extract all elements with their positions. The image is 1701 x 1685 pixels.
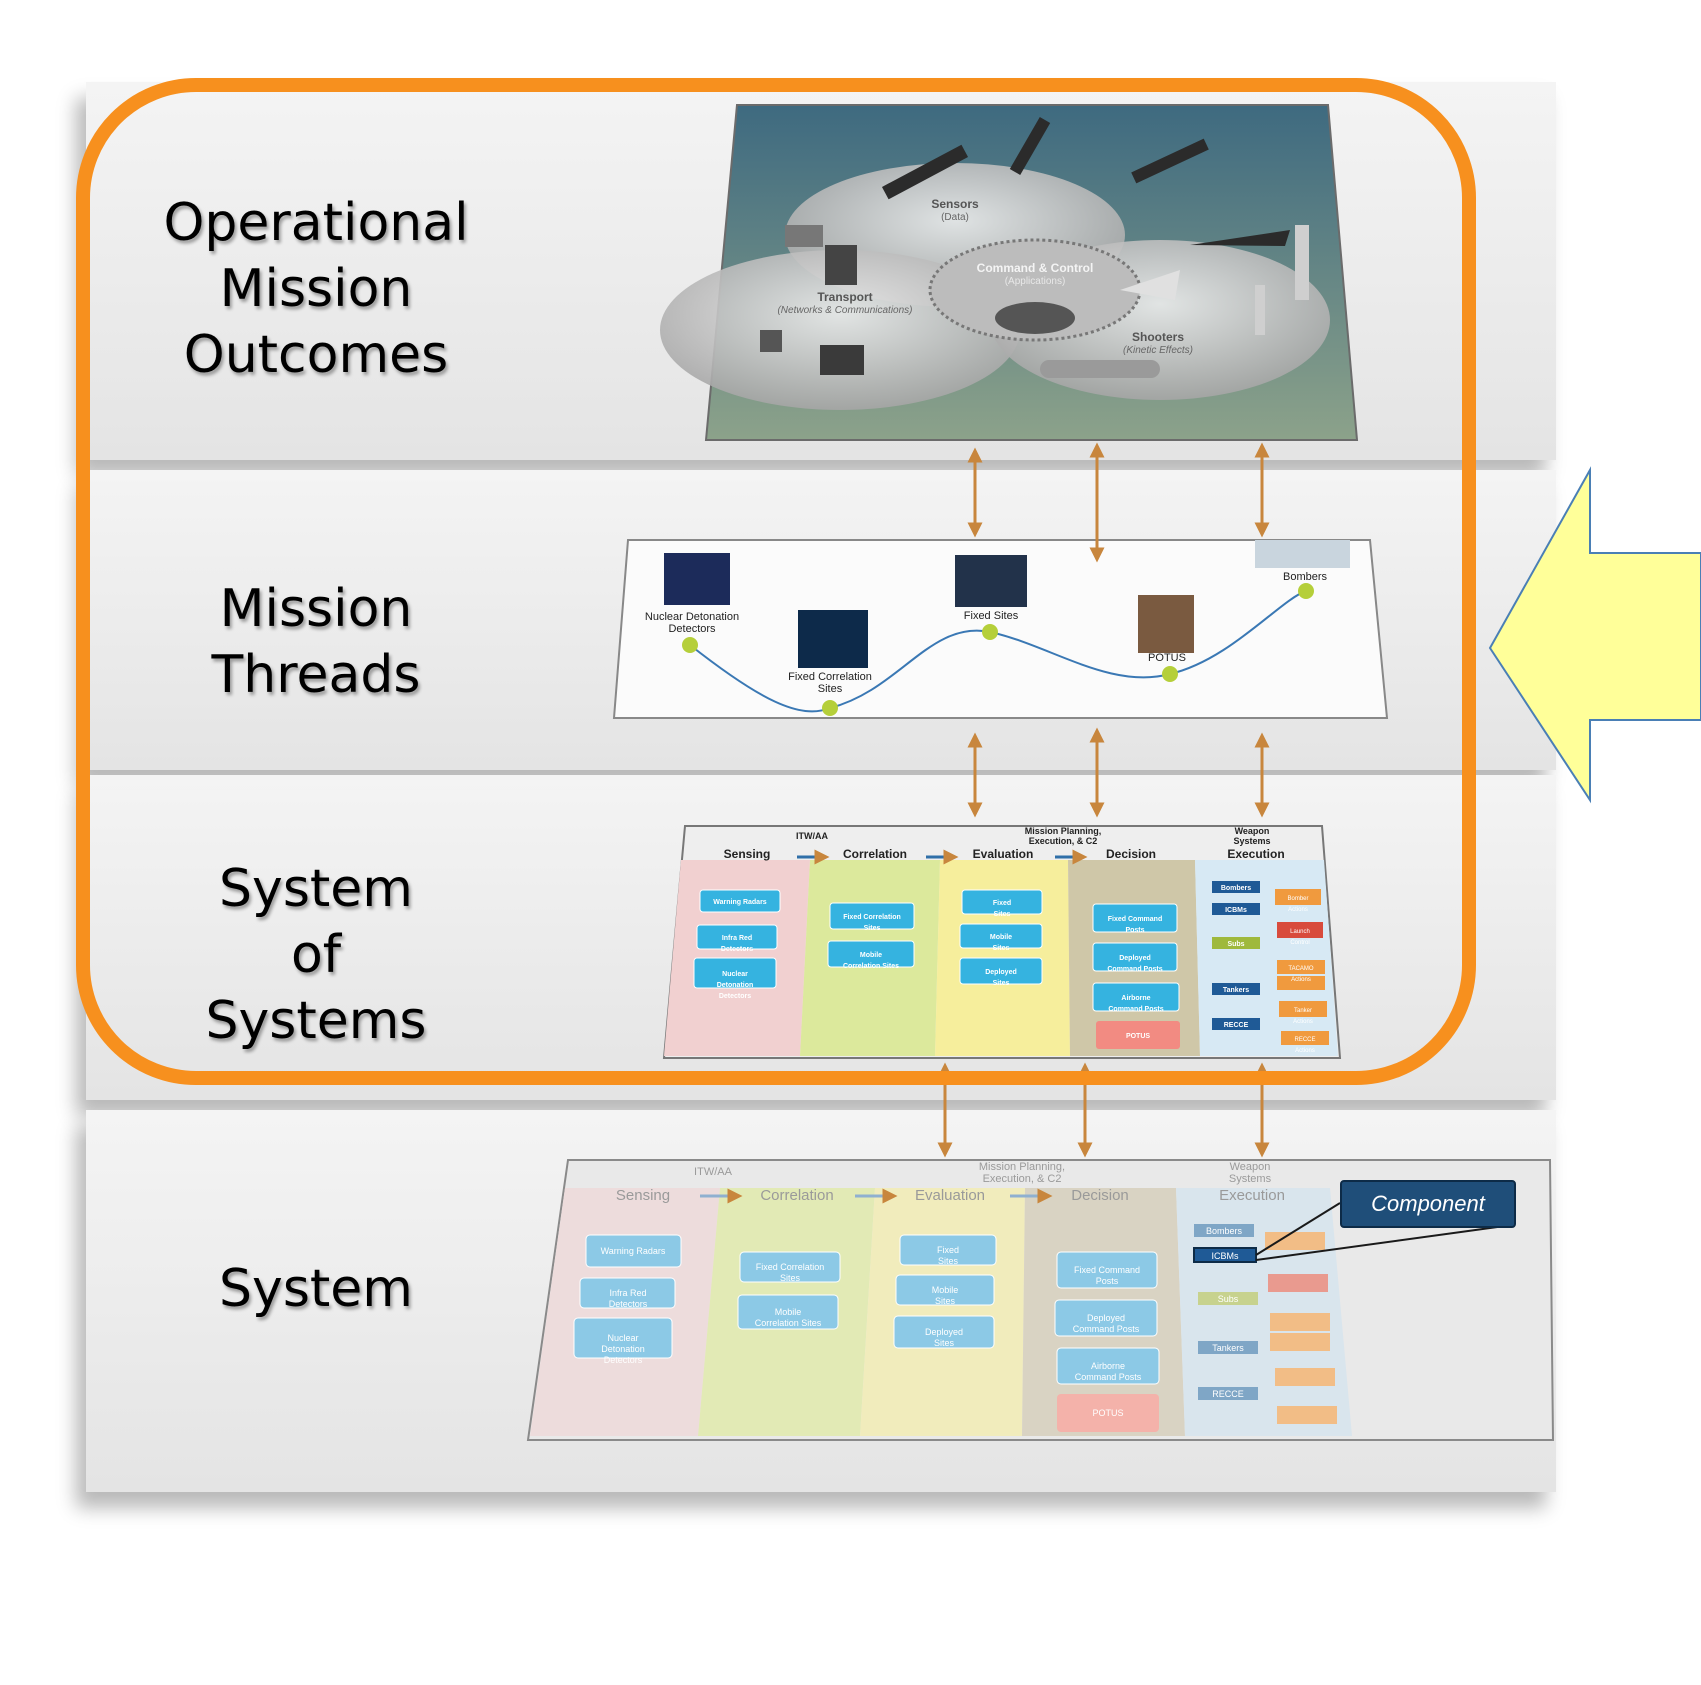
sos-exec-label: ICBMs (1225, 907, 1247, 914)
thread-node-label: Bombers (1283, 571, 1328, 583)
outcomes-area-sub: (Kinetic Effects) (1123, 345, 1193, 356)
sos-exec-label: Subs (1227, 941, 1244, 948)
sos-phase-label: Execution (1227, 847, 1284, 861)
system-exec-label: Subs (1218, 1294, 1239, 1304)
sos-exec-label: Tankers (1223, 987, 1249, 994)
sos-phase-label: Evaluation (973, 847, 1034, 861)
outcomes-area-sub: (Networks & Communications) (777, 305, 912, 316)
system-phase-label: Evaluation (915, 1187, 985, 1204)
layer-label-system: System (219, 1259, 413, 1319)
sos-box-label: POTUS (1126, 1033, 1150, 1040)
layer-label-sos: System of Systems (205, 859, 427, 1051)
system-exec-label: RECCE (1212, 1389, 1244, 1399)
sos-exec-label: RECCE (1224, 1022, 1249, 1029)
outcomes-picture: Sensors (Data) Command & Control (Applic… (660, 104, 1359, 441)
outcomes-area-sub: (Data) (941, 212, 969, 223)
system-panel: ITW/AA Mission Planning,Execution, & C2 … (526, 1159, 1555, 1441)
sos-exec-label: Bombers (1221, 885, 1251, 892)
sos-phase-label: Decision (1106, 847, 1156, 861)
layer-label-outcomes: Operational Mission Outcomes (163, 193, 469, 385)
system-group-label: ITW/AA (694, 1166, 733, 1178)
sos-panel: ITW/AA Mission Planning,Execution, & C2 … (662, 825, 1342, 1059)
sos-box-label: Warning Radars (713, 899, 767, 906)
system-exec-label: ICBMs (1212, 1251, 1240, 1261)
system-group-label: Mission Planning,Execution, & C2 (979, 1161, 1065, 1185)
sos-group-label: ITW/AA (796, 831, 828, 841)
outcomes-area-title: Sensors (931, 197, 979, 211)
outcomes-area-title: Transport (817, 290, 872, 304)
outcomes-area-title: Shooters (1132, 330, 1184, 344)
system-box-label: POTUS (1092, 1408, 1123, 1418)
system-phase-label: Correlation (760, 1187, 833, 1204)
layer-label-threads: Mission Threads (211, 579, 421, 705)
sos-phase-label: Sensing (724, 847, 771, 861)
system-phase-label: Decision (1071, 1187, 1129, 1204)
thread-node-label: Fixed Sites (964, 610, 1019, 622)
system-box-label: Warning Radars (601, 1246, 666, 1256)
system-phase-label: Execution (1219, 1187, 1285, 1204)
system-exec-label: Tankers (1212, 1343, 1244, 1353)
system-phase-label: Sensing (616, 1187, 670, 1204)
layer-connectors (937, 442, 1270, 1158)
focus-pointer-arrow (1488, 466, 1701, 804)
thread-node-label: POTUS (1148, 652, 1186, 664)
sos-phase-label: Correlation (843, 847, 907, 861)
outcomes-area-title: Command & Control (977, 261, 1094, 275)
focus-outline (76, 78, 1476, 1085)
system-exec-label: Bombers (1206, 1226, 1243, 1236)
component-callout: Component (1340, 1180, 1516, 1228)
outcomes-area-sub: (Applications) (1005, 276, 1066, 287)
sos-group-label: Mission Planning,Execution, & C2 (1025, 826, 1102, 846)
